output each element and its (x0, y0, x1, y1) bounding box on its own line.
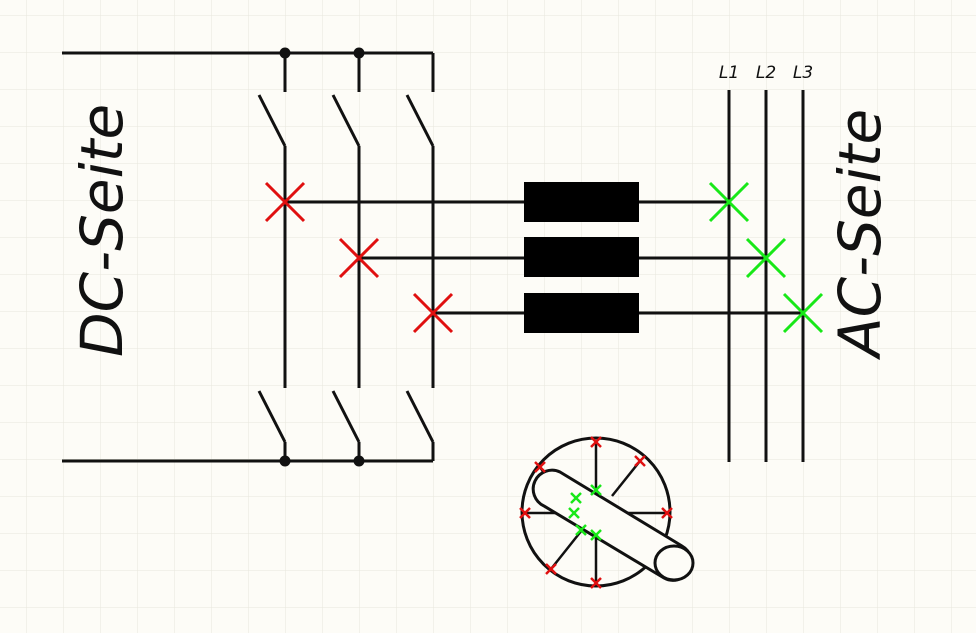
dc-side-label: DC-Seite (68, 104, 136, 357)
lower-switch-3 (405, 390, 435, 443)
lower-switch-2 (331, 390, 361, 443)
upper-switch-2 (331, 94, 361, 147)
red-cross-marker (338, 237, 380, 279)
phase-label-l2: L2 (756, 63, 776, 83)
junction-dot (279, 47, 291, 59)
red-cross-marker (412, 292, 454, 334)
inductor-3 (524, 293, 639, 333)
junction-dot (353, 47, 365, 59)
upper-switch-1 (257, 94, 287, 147)
junction-dot (353, 455, 365, 467)
green-cross-marker (745, 237, 787, 279)
green-cross-marker (708, 181, 750, 223)
green-cross-marker (782, 292, 824, 334)
upper-switch-3 (405, 94, 435, 147)
inductor-2 (524, 237, 639, 277)
inductor-1 (524, 182, 639, 222)
lower-switch-1 (257, 390, 287, 443)
phase-label-l3: L3 (793, 63, 813, 83)
red-cross-marker (264, 181, 306, 223)
ac-side-label: AC-Seite (826, 109, 894, 361)
junction-dot (279, 455, 291, 467)
phase-label-l1: L1 (719, 63, 739, 83)
rotary-switch-icon (519, 436, 695, 589)
